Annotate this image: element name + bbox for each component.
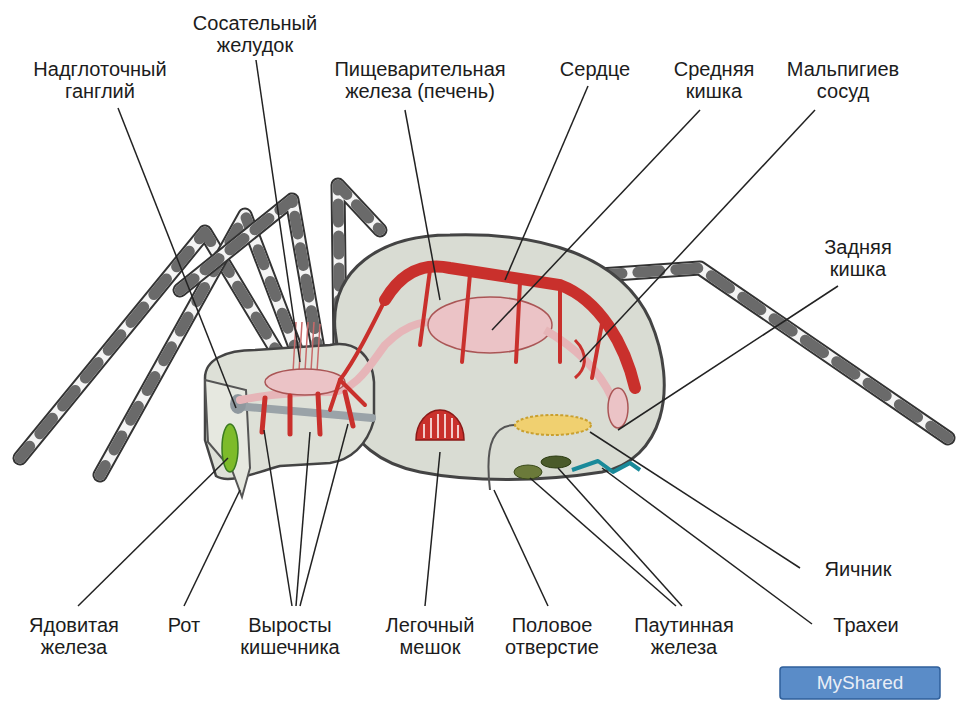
heart-vessels xyxy=(340,380,365,405)
part-label: Легочный мешок xyxy=(370,614,490,658)
part-label: Сосательный желудок xyxy=(165,12,345,56)
leader-lines xyxy=(618,286,838,430)
lung-leaves xyxy=(451,418,453,438)
spider-leg xyxy=(180,200,320,360)
leader-lines xyxy=(296,432,310,606)
lung-leaves xyxy=(444,414,446,438)
leader-lines xyxy=(78,458,228,606)
watermark-box xyxy=(780,667,940,699)
leader-lines xyxy=(118,108,236,408)
leader-lines xyxy=(530,478,676,606)
lung-leaves xyxy=(457,425,459,438)
hindgut xyxy=(545,330,612,398)
silk-gland xyxy=(541,456,571,468)
part-label: Сердце xyxy=(545,58,645,80)
gut-outgrowths xyxy=(345,392,353,426)
part-label: Паутинная железа xyxy=(619,614,749,658)
leader-lines xyxy=(425,452,440,606)
leader-lines xyxy=(558,468,682,606)
leader-lines xyxy=(494,490,548,606)
lung-leaves xyxy=(430,418,432,438)
leader-lines xyxy=(405,110,440,300)
watermark-button xyxy=(780,667,940,699)
lung-sac xyxy=(416,410,464,440)
spider-leg xyxy=(180,200,320,360)
leader-lines xyxy=(184,490,240,606)
heart-vessels xyxy=(516,282,520,362)
leader-lines xyxy=(300,424,348,606)
heart xyxy=(385,267,635,388)
part-label: Надглоточный ганглий xyxy=(10,58,190,102)
gut-outgrowths xyxy=(262,392,353,434)
stomach-muscles xyxy=(317,324,320,372)
part-label: Рот xyxy=(154,614,214,636)
stomach-muscles xyxy=(305,322,308,371)
gut-outgrowths xyxy=(318,394,320,434)
leader-lines xyxy=(78,60,838,624)
stomach-muscles xyxy=(311,322,314,371)
rectal-sac xyxy=(608,388,628,428)
leader-lines xyxy=(602,468,812,624)
watermark: MyShared xyxy=(785,672,935,694)
stomach-muscles xyxy=(293,322,320,372)
heart-vessels xyxy=(330,270,603,410)
part-label: Пищеварительная железа (печень) xyxy=(300,58,540,102)
part-label: Трахеи xyxy=(816,614,916,636)
part-label: Средняя кишка xyxy=(659,58,769,102)
heart-vessels xyxy=(340,300,385,380)
midgut xyxy=(428,297,552,353)
silk-gland xyxy=(514,465,542,479)
internal-organs xyxy=(222,267,640,490)
sucking-stomach xyxy=(265,369,345,395)
leader-lines xyxy=(505,86,588,280)
heart-vessels xyxy=(330,380,340,410)
stomach-muscles xyxy=(299,322,302,371)
poison-gland xyxy=(222,424,238,472)
abdomen xyxy=(335,235,665,480)
part-label: Яичник xyxy=(808,558,908,580)
gut-tube xyxy=(240,322,440,400)
genital-duct xyxy=(488,425,515,490)
heart-vessels xyxy=(462,274,470,362)
gut-outgrowths xyxy=(288,396,293,434)
leader-lines xyxy=(256,60,300,362)
part-label: Задняя кишка xyxy=(803,236,913,280)
leader-lines xyxy=(590,432,800,568)
heart-vessels xyxy=(420,270,430,345)
spider-leg xyxy=(180,200,320,360)
leader-lines xyxy=(492,110,700,330)
ovary xyxy=(515,415,591,435)
part-label: Мальпигиев сосуд xyxy=(768,58,918,102)
spider-leg xyxy=(180,200,320,360)
leader-lines xyxy=(264,430,292,606)
gut-outgrowths xyxy=(262,398,265,432)
part-label: Выросты кишечника xyxy=(220,614,360,658)
lung-leaves xyxy=(424,414,458,438)
part-label: Половое отверстие xyxy=(487,614,617,658)
part-label: Ядовитая железа xyxy=(4,614,144,658)
heart-vessels xyxy=(558,290,562,362)
lung-leaves xyxy=(423,424,425,438)
lung-leaves xyxy=(437,414,439,438)
